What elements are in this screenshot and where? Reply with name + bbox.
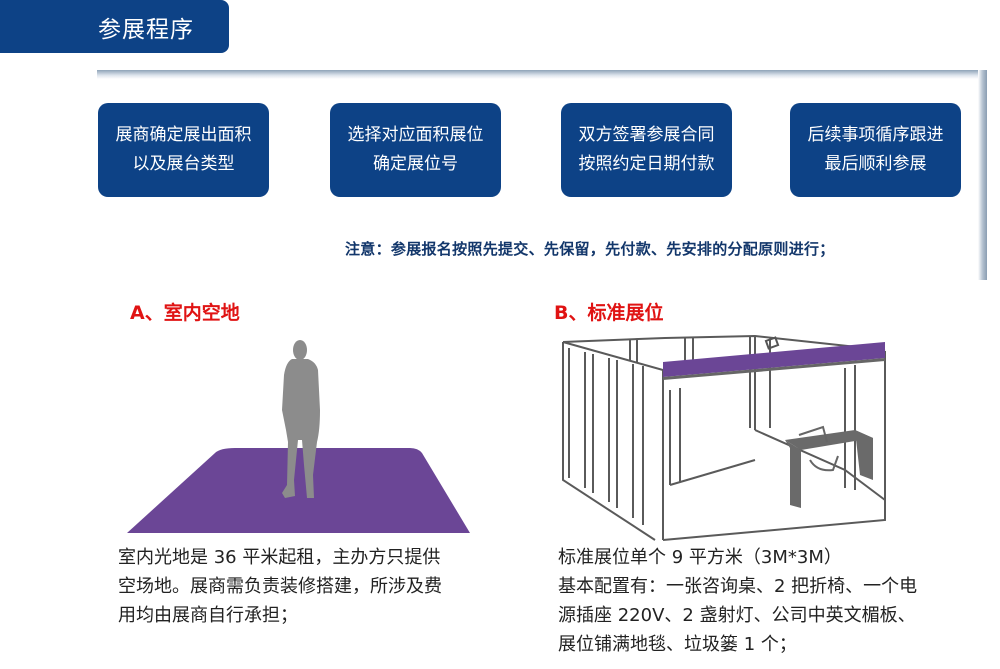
section-a-title: A、室内空地 bbox=[130, 302, 240, 324]
section-header-tab: 参展程序 bbox=[0, 0, 229, 53]
step-2-line-2: 确定展位号 bbox=[373, 154, 458, 174]
section-a-line-2: 空场地。展商需负责装修搭建，所涉及费 bbox=[118, 576, 442, 597]
process-step-1: 展商确定展出面积 以及展台类型 bbox=[98, 103, 269, 197]
section-a-description: 室内光地是 36 平米起租，主办方只提供 空场地。展商需负责装修搭建，所涉及费 … bbox=[118, 543, 442, 630]
process-step-4: 后续事项循序跟进 最后顺利参展 bbox=[790, 103, 961, 197]
process-step-2: 选择对应面积展位 确定展位号 bbox=[330, 103, 501, 197]
process-step-3: 双方签署参展合同 按照约定日期付款 bbox=[561, 103, 732, 197]
page-title: 参展程序 bbox=[98, 17, 194, 43]
step-3-line-2: 按照约定日期付款 bbox=[578, 154, 715, 174]
panel-top-shadow bbox=[97, 70, 987, 79]
step-4-line-1: 后续事项循序跟进 bbox=[807, 125, 944, 145]
section-b-line-3: 源插座 220V、2 盏射灯、公司中英文楣板、 bbox=[558, 605, 916, 626]
section-b-line-1: 标准展位单个 9 平方米（3M*3M） bbox=[558, 547, 842, 568]
registration-note: 注意：参展报名按照先提交、先保留，先付款、先安排的分配原则进行； bbox=[345, 240, 835, 258]
section-b-line-2: 基本配置有：一张咨询桌、2 把折椅、一个电 bbox=[558, 576, 918, 597]
person-silhouette-icon bbox=[282, 340, 320, 498]
standard-booth-illustration bbox=[562, 334, 886, 541]
consultation-desk-icon bbox=[785, 430, 873, 508]
indoor-space-illustration bbox=[127, 340, 470, 533]
booth-frame bbox=[562, 334, 886, 541]
purple-carpet-shape bbox=[127, 448, 470, 533]
panel-right-shadow bbox=[978, 70, 987, 280]
step-4-line-2: 最后顺利参展 bbox=[824, 154, 927, 174]
step-3-line-1: 双方签署参展合同 bbox=[578, 125, 715, 145]
section-a-line-1: 室内光地是 36 平米起租，主办方只提供 bbox=[118, 547, 441, 568]
section-b-description: 标准展位单个 9 平方米（3M*3M） 基本配置有：一张咨询桌、2 把折椅、一个… bbox=[558, 543, 917, 659]
step-1-line-2: 以及展台类型 bbox=[132, 154, 235, 174]
spotlight-icon bbox=[764, 336, 780, 350]
section-a-line-3: 用均由展商自行承担； bbox=[118, 605, 298, 626]
fascia-board bbox=[663, 342, 885, 377]
section-b-title: B、标准展位 bbox=[554, 302, 664, 324]
section-b-line-4: 展位铺满地毯、垃圾篓 1 个； bbox=[558, 634, 797, 655]
step-2-line-1: 选择对应面积展位 bbox=[347, 125, 484, 145]
folding-chair-icon bbox=[798, 425, 839, 472]
step-1-line-1: 展商确定展出面积 bbox=[115, 125, 252, 145]
